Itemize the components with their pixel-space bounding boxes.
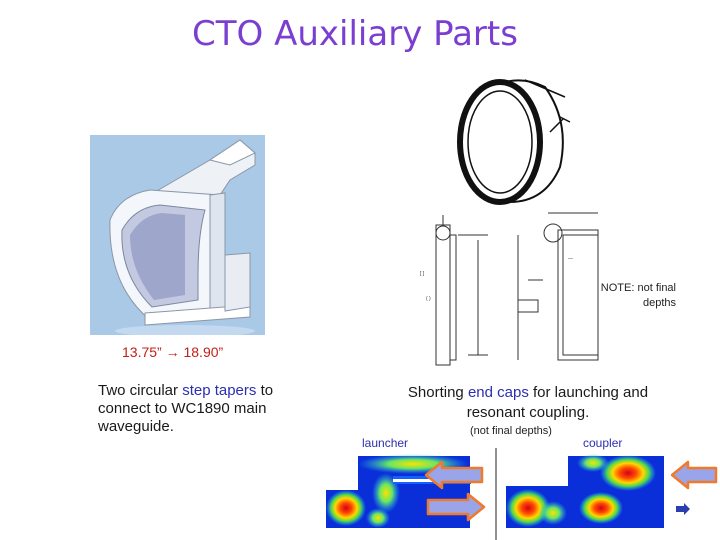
coupler-label: coupler [583,436,623,450]
launcher-field-plot [326,454,471,528]
page-title: CTO Auxiliary Parts [192,14,518,54]
coupler-field-plot [506,454,664,528]
svg-text:—: — [568,256,573,262]
step-taper-caption: Two circular step tapers to connect to W… [98,382,298,436]
svg-text:( ): ( ) [426,296,431,302]
not-final-depths-label: (not final depths) [470,425,552,437]
end-cap-drawing [457,79,571,205]
caption-text: Shorting [407,384,468,401]
caption-highlight: end caps [467,384,529,401]
caption-text: to connect to WC1890 main waveguide. [98,382,274,435]
launcher-label: launcher [362,436,409,450]
caption-text: Two circular [98,382,183,399]
field-simulation-plots [326,448,718,540]
note-text: NOTE: not final depths [600,282,676,309]
caption-highlight: step tapers [182,382,257,399]
end-cap-caption: Shorting end caps for launching and reso… [388,383,668,423]
caption-text: for launching and resonant coupling. [466,384,649,421]
svg-text:[ ]: [ ] [420,271,425,277]
technical-drawing: [ ] ( ) — [420,212,599,366]
step-taper-image [90,135,265,335]
dimension-label: 13.75” → 18.90” [122,344,224,360]
